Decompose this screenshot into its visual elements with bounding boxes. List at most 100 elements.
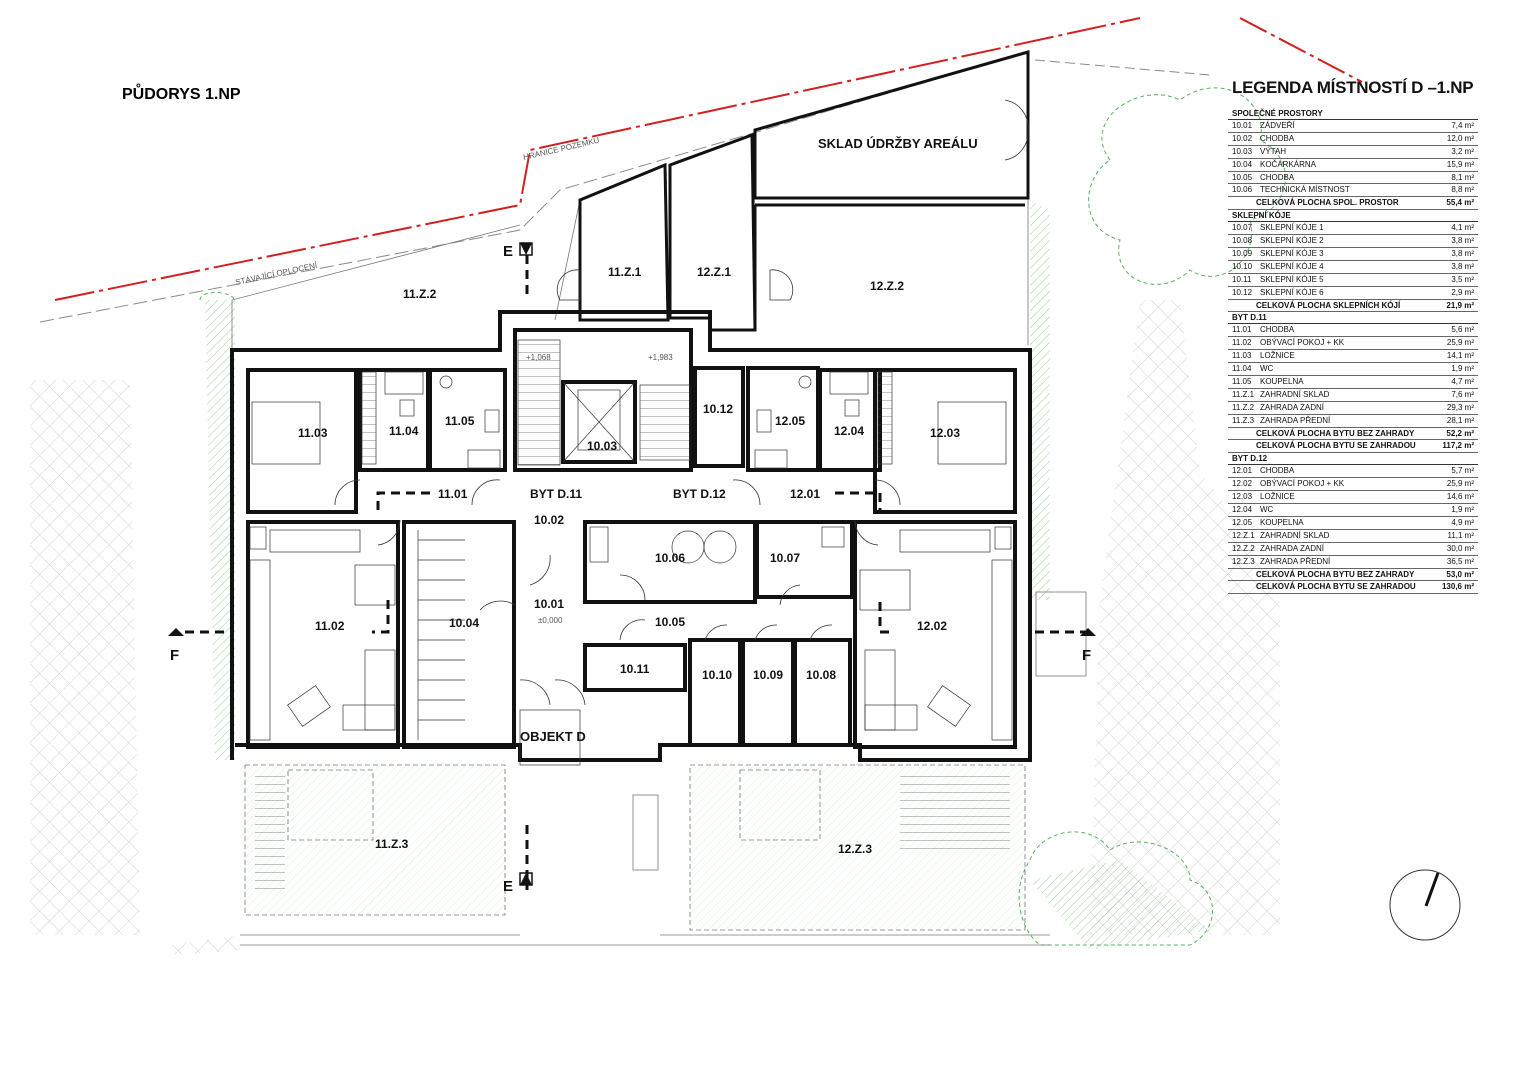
room-label: 12.Z.2	[870, 279, 904, 293]
plot-boundary-line	[39, 17, 1363, 323]
legend-room-area: 1,9 m²	[1451, 364, 1474, 374]
legend-room-area: 3,5 m²	[1451, 274, 1474, 284]
legend-group-heading: SKLEPNÍ KÓJE	[1228, 210, 1478, 223]
room-label: 11.Z.2	[403, 287, 437, 301]
legend-room-code: 12.02	[1232, 479, 1253, 489]
legend-total-area: 52,2 m²	[1446, 428, 1474, 438]
room-label: 10.02	[534, 513, 564, 527]
legend-total-name: CELKOVÁ PLOCHA SPOL. PROSTOR	[1256, 198, 1399, 208]
legend-room-name: SKLEPNÍ KÓJE 5	[1260, 274, 1324, 284]
legend-room-name: LOŽNICE	[1260, 492, 1295, 502]
legend-total-name: CELKOVÁ PLOCHA BYTU SE ZAHRADOU	[1256, 441, 1416, 451]
room-label: 12.05	[775, 414, 805, 428]
legend-room-code: 10.05	[1232, 172, 1253, 182]
room-label: 12.Z.3	[838, 842, 872, 856]
legend-total-name: CELKOVÁ PLOCHA SKLEPNÍCH KÓJÍ	[1256, 300, 1401, 310]
legend-room-name: OBÝVACÍ POKOJ + KK	[1260, 338, 1345, 348]
apartment-d11-label: BYT D.11	[530, 487, 582, 501]
legend-group-heading: BYT D.12	[1228, 453, 1478, 466]
legend-room-name: SKLEPNÍ KÓJE 1	[1260, 223, 1324, 233]
legend-total-area: 55,4 m²	[1446, 198, 1474, 208]
room-label: 10.06	[655, 551, 685, 565]
legend-room-code: 10.11	[1232, 274, 1252, 284]
legend-room-code: 10.06	[1232, 185, 1253, 195]
legend-room-name: ZAHRADA ZADNÍ	[1260, 543, 1325, 553]
apartment-boundaries	[185, 255, 1085, 890]
building-walls	[230, 310, 1032, 762]
store-door-swing	[556, 99, 1029, 301]
room-label: 11.02	[315, 619, 345, 633]
level-mark-3: ±0,000	[538, 616, 563, 625]
room-label: 10.11	[620, 662, 650, 676]
room-label: 11.01	[438, 487, 468, 501]
legend-room-code: 10.08	[1232, 236, 1253, 246]
legend-room-name: ZAHRADA ZADNÍ	[1260, 402, 1325, 412]
legend-total-name: CELKOVÁ PLOCHA BYTU BEZ ZAHRADY	[1256, 428, 1415, 438]
neighbour-plot-hatch	[30, 300, 1280, 955]
legend-room-area: 7,6 m²	[1451, 389, 1474, 399]
room-label: 12.02	[917, 619, 947, 633]
legend-row: 10.06 TECHNICKÁ MÍSTNOST 8,8 m²	[1228, 184, 1478, 198]
legend-room-area: 15,9 m²	[1446, 159, 1474, 169]
legend-room-area: 4,9 m²	[1451, 517, 1474, 527]
legend-room-name: CHODBA	[1260, 325, 1295, 335]
garden-outlines	[231, 195, 1087, 946]
legend-room-name: CHODBA	[1260, 172, 1295, 182]
legend-room-name: CHODBA	[1260, 133, 1295, 143]
legend-row: 11.Z.2 ZAHRADA ZADNÍ 29,3 m²	[1228, 402, 1478, 415]
legend-room-area: 14,6 m²	[1446, 492, 1474, 502]
legend-room-code: 12.03	[1232, 492, 1253, 502]
legend-room-name: SKLEPNÍ KÓJE 4	[1260, 261, 1324, 271]
room-label: 12.04	[834, 424, 864, 438]
legend-total-area: 117,2 m²	[1442, 441, 1474, 451]
legend-room-code: 11.Z.2	[1232, 402, 1255, 412]
legend-row: 12.03 LOŽNICE 14,6 m²	[1228, 491, 1478, 505]
legend-room-name: KOČÁRKÁRNA	[1260, 159, 1317, 169]
legend-room-code: 11.Z.3	[1232, 415, 1255, 425]
legend-total-area: 21,9 m²	[1446, 300, 1474, 310]
legend-room-code: 10.01	[1232, 121, 1253, 130]
legend-room-area: 29,3 m²	[1446, 402, 1474, 412]
legend-room-area: 3,2 m²	[1451, 146, 1474, 156]
legend-room-area: 5,7 m²	[1451, 466, 1474, 476]
legend-total-area: 53,0 m²	[1446, 569, 1474, 579]
maintenance-store-label: SKLAD ÚDRŽBY AREÁLU	[818, 136, 978, 151]
legend-total-name: CELKOVÁ PLOCHA BYTU BEZ ZAHRADY	[1256, 569, 1415, 579]
legend-room-area: 36,5 m²	[1446, 556, 1474, 566]
section-marker-e-top: E	[503, 243, 513, 260]
legend-room-area: 3,8 m²	[1451, 261, 1474, 271]
room-label: 12.Z.1	[697, 265, 731, 279]
legend-room-name: KOUPELNA	[1260, 377, 1304, 387]
room-label: 11.05	[445, 414, 475, 428]
legend-room-name: CHODBA	[1260, 466, 1295, 476]
legend-room-code: 11.01	[1232, 325, 1252, 335]
legend-room-code: 10.09	[1232, 249, 1253, 259]
room-label: 10.12	[703, 402, 733, 416]
legend-room-area: 11,1 m²	[1447, 530, 1474, 540]
room-label: 10.07	[770, 551, 800, 565]
legend-room-area: 8,8 m²	[1451, 185, 1474, 195]
legend-room-code: 11.03	[1232, 351, 1252, 361]
legend-room-code: 12.05	[1232, 517, 1253, 527]
existing-fence-label: STÁVAJÍCÍ OPLOCENÍ	[235, 261, 319, 287]
legend-room-name: TECHNICKÁ MÍSTNOST	[1260, 185, 1350, 195]
